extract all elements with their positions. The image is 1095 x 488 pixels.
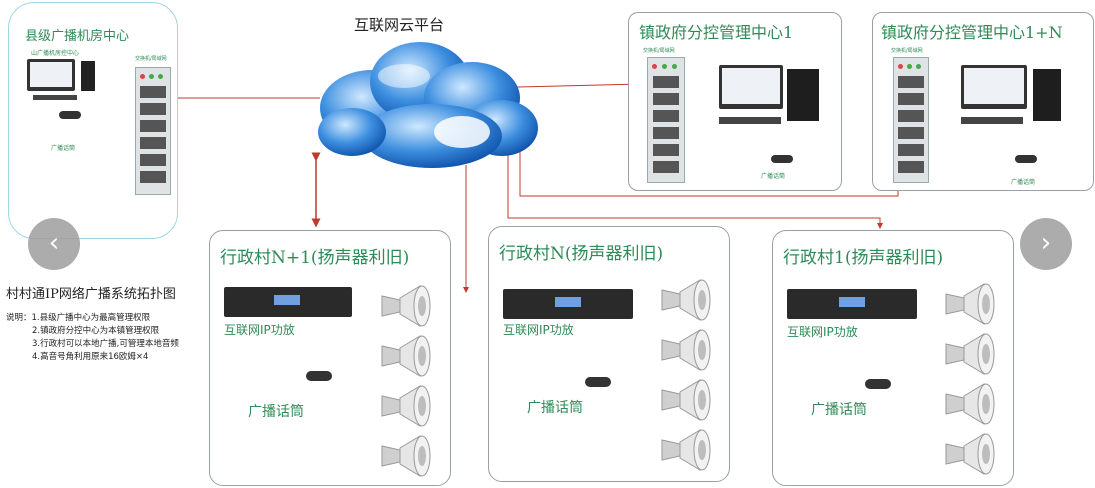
village-title: 行政村1(扬声器利旧): [783, 248, 944, 268]
horn-speaker-icon: [661, 379, 711, 421]
microphone-icon: [771, 155, 793, 163]
note-line: 说明：1.县级广播中心为最高管理权限: [6, 313, 151, 323]
horn-speaker-icon: [661, 279, 711, 321]
monitor-icon: [27, 59, 75, 91]
next-slide-button[interactable]: ›: [1020, 218, 1072, 270]
mic-label: 广播话筒: [248, 404, 304, 420]
ip-amplifier-icon: [224, 287, 352, 317]
note-line: 4.高音号角利用原来16欧姆×4: [32, 352, 149, 362]
horn-speaker-icon: [381, 435, 431, 477]
microphone-icon: [1015, 155, 1037, 163]
horn-speaker-icon: [945, 283, 995, 325]
mic-label: 广播话筒: [811, 402, 867, 418]
diagram-heading: 村村通IP网络广播系统拓扑图: [6, 287, 176, 302]
town1-switch-label: 交换机/局域网: [643, 48, 675, 54]
monitor-icon: [719, 65, 783, 109]
horn-speaker-icon: [945, 333, 995, 375]
notes-block: 说明：1.县级广播中心为最高管理权限 2.镇政府分控中心为本镇管理权限 3.行政…: [6, 312, 179, 364]
monitor-icon: [961, 65, 1027, 109]
keyboard-icon: [719, 117, 781, 124]
link-cloud-village1: [505, 150, 883, 229]
town1-mic-label: 广播话筒: [761, 173, 786, 180]
horn-speaker-icon: [945, 433, 995, 475]
horn-speaker-icon: [661, 329, 711, 371]
townN-title: 镇政府分控管理中心1+N: [881, 23, 1063, 42]
townN-switch-label: 交换机/局域网: [891, 48, 923, 54]
horn-speaker-icon: [661, 429, 711, 471]
townN-mic-label: 广播话筒: [1011, 179, 1036, 186]
chevron-left-icon: ‹: [48, 228, 60, 258]
pc-tower-icon: [1033, 69, 1061, 121]
cloud-icon: [318, 42, 538, 168]
keyboard-icon: [961, 117, 1023, 124]
note-line: 3.行政村可以本地广播,可管理本地音频: [32, 339, 179, 349]
county-mic-label: 广播话筒: [51, 145, 76, 152]
cloud-label: 互联网云平台: [354, 16, 445, 34]
county-center-box: 县级广播机房中心 山广播机房控中心 广播话筒 交换机/局域网: [8, 2, 178, 239]
amplifier-label: 互联网IP功放: [224, 323, 295, 337]
ip-amplifier-icon: [503, 289, 633, 319]
mic-label: 广播话筒: [527, 400, 583, 416]
horn-speaker-icon: [381, 285, 431, 327]
amplifier-label: 互联网IP功放: [503, 323, 574, 337]
prev-slide-button[interactable]: ‹: [28, 218, 80, 270]
microphone-icon: [59, 111, 81, 119]
pc-tower-icon: [81, 61, 95, 91]
horn-speaker-icon: [381, 385, 431, 427]
keyboard-icon: [33, 95, 77, 100]
ip-amplifier-icon: [787, 289, 917, 319]
county-title: 县级广播机房中心: [25, 29, 130, 44]
village-title: 行政村N+1(扬声器利旧): [220, 248, 410, 268]
village-title: 行政村N(扬声器利旧): [499, 244, 664, 264]
county-switch-label: 交换机/局域网: [135, 56, 167, 62]
horn-speaker-icon: [945, 383, 995, 425]
microphone-icon: [585, 377, 611, 387]
amplifier-label: 互联网IP功放: [787, 325, 858, 339]
county-screen-caption: 山广播机房控中心: [31, 50, 80, 57]
microphone-icon: [306, 371, 332, 381]
horn-speaker-icon: [381, 335, 431, 377]
network-switch-icon: [893, 57, 929, 183]
town-center-N-box: 镇政府分控管理中心1+N 交换机/局域网 广播话筒: [872, 12, 1094, 191]
microphone-icon: [865, 379, 891, 389]
pc-tower-icon: [787, 69, 819, 121]
network-switch-icon: [135, 67, 171, 195]
network-switch-icon: [647, 57, 685, 183]
note-line: 2.镇政府分控中心为本镇管理权限: [32, 326, 160, 336]
town1-title: 镇政府分控管理中心1: [639, 23, 794, 42]
town-center-1-box: 镇政府分控管理中心1 交换机/局域网 广播话筒: [628, 12, 842, 191]
chevron-right-icon: ›: [1040, 228, 1052, 258]
